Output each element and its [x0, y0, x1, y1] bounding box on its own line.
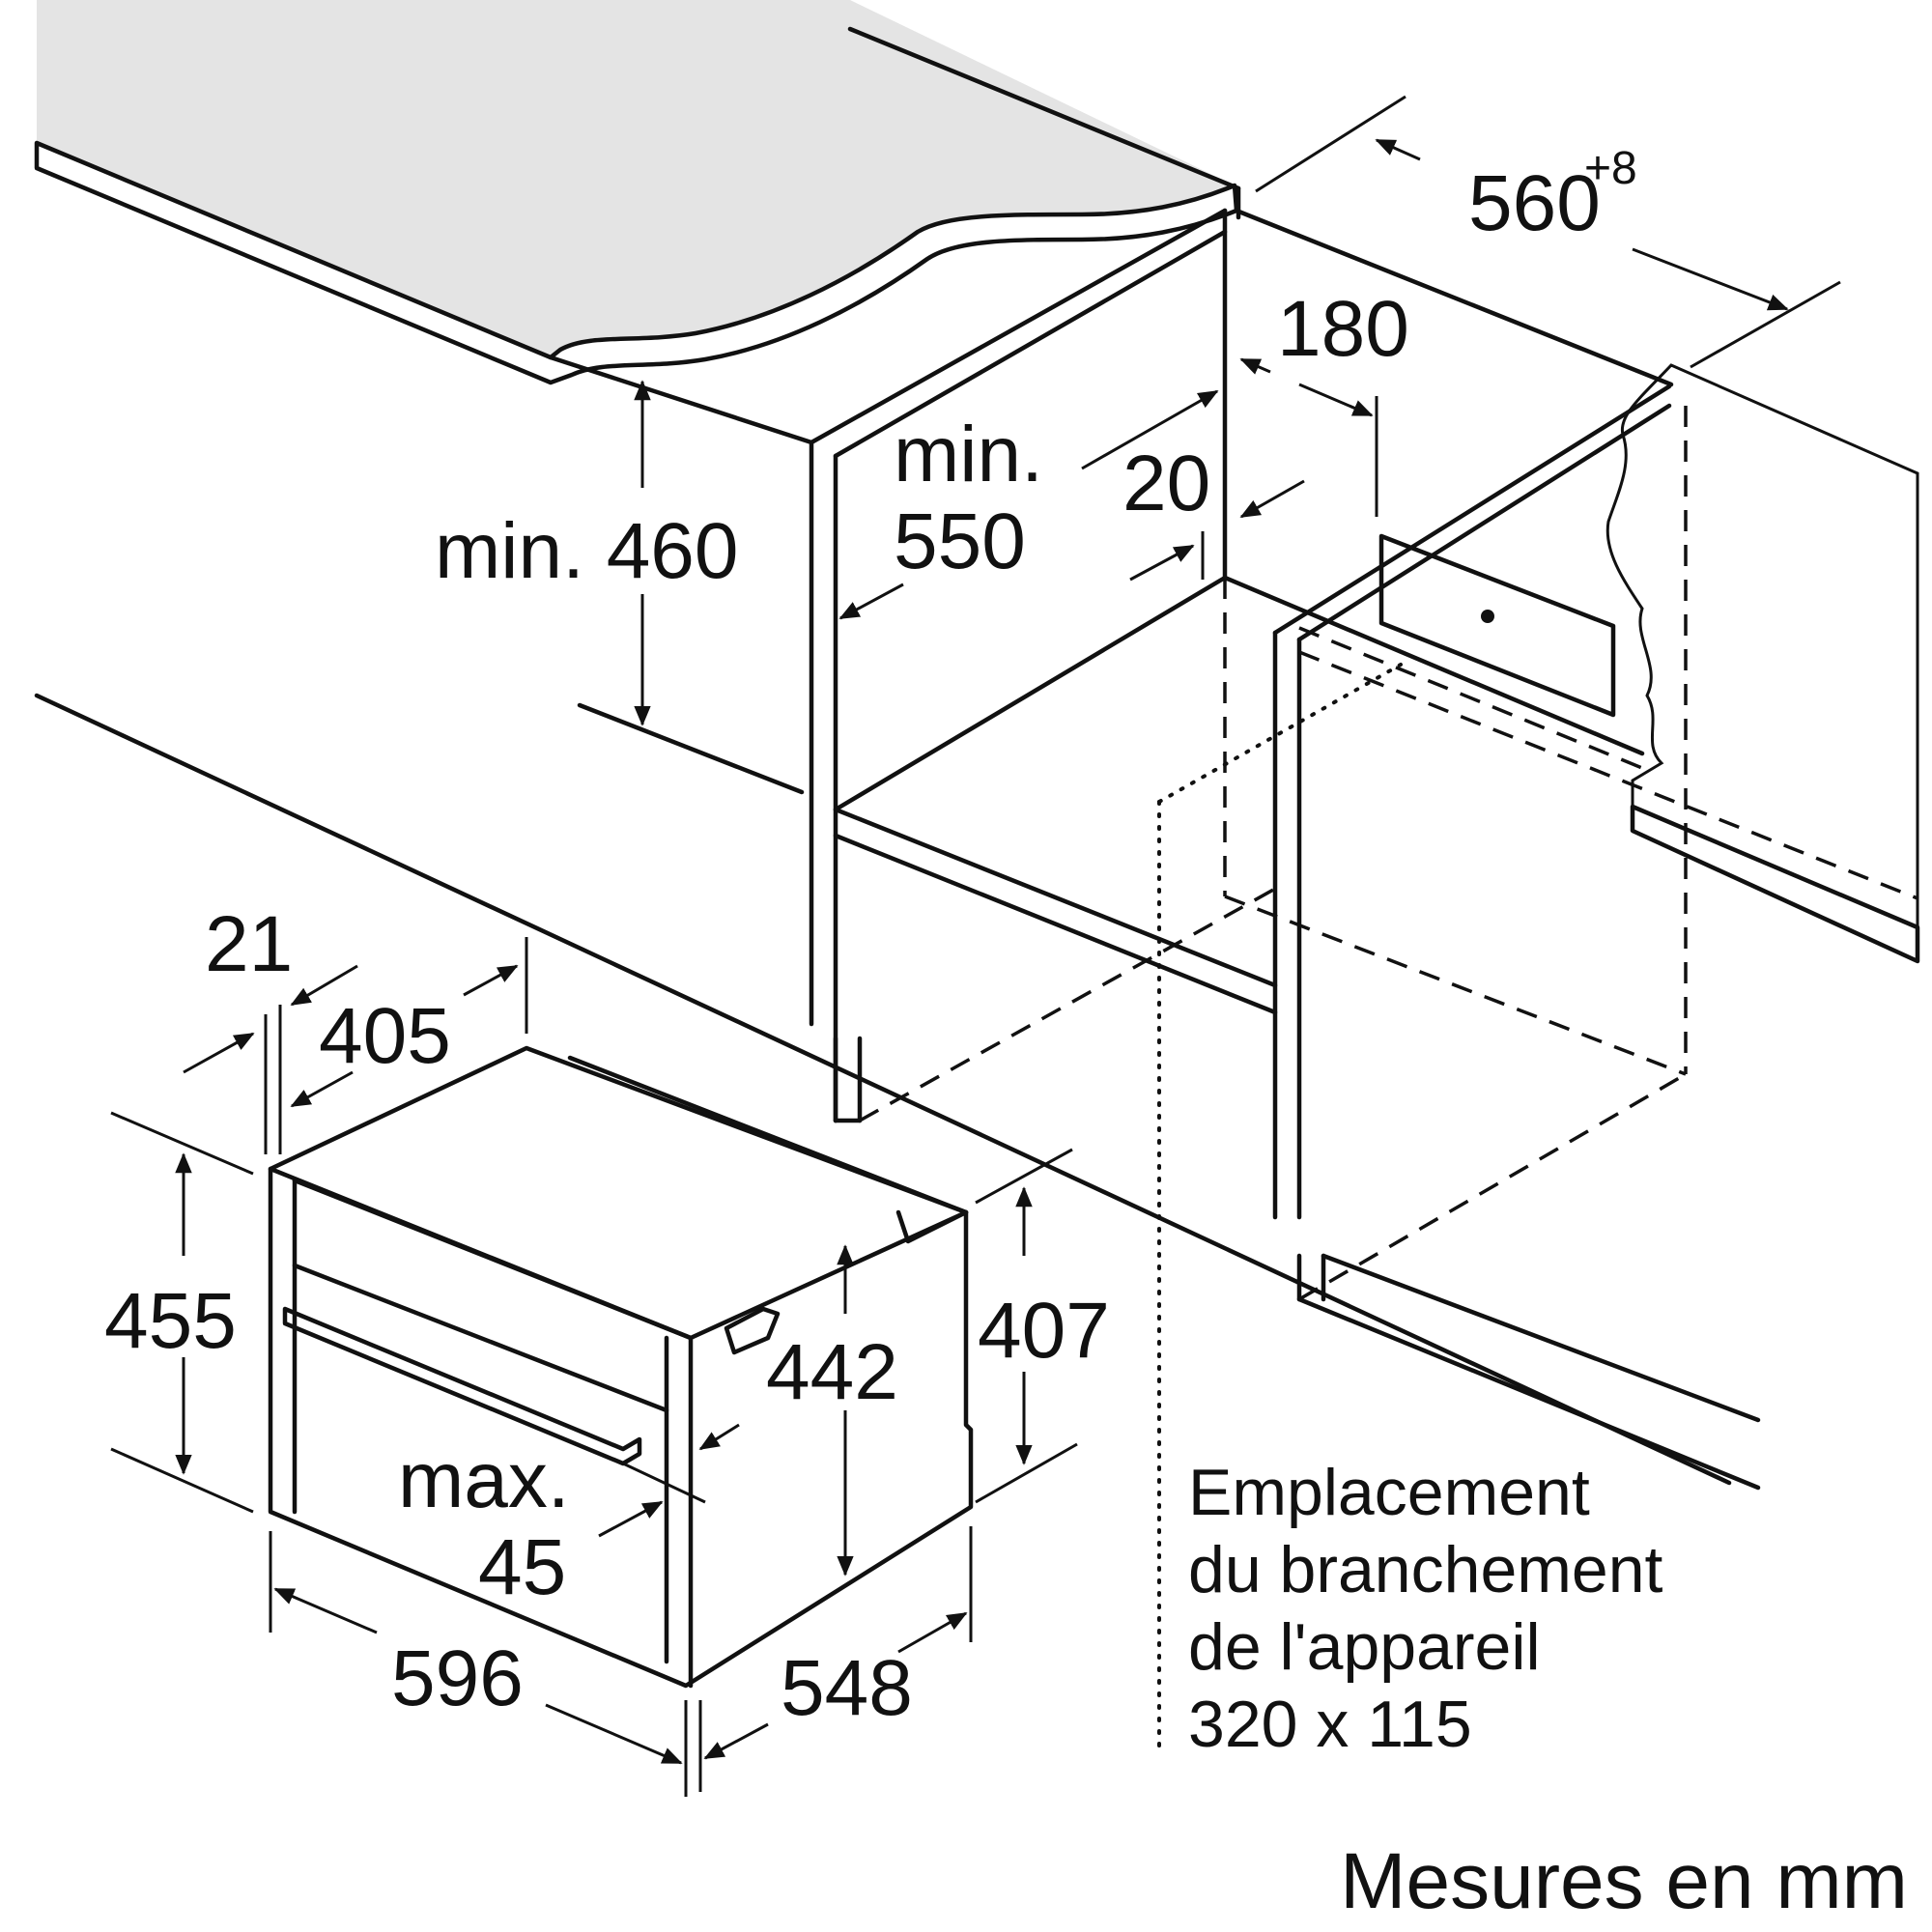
- cabinet-right-module: [1223, 384, 1918, 1491]
- height-total-label: 455: [104, 1277, 237, 1365]
- dimension-lines: [110, 95, 1841, 1797]
- countertop-left: [34, 0, 1241, 385]
- cabinet-width-label: 560 +8: [1468, 143, 1637, 247]
- connection-zone: [1157, 533, 1616, 1750]
- appliance-width-label: 596: [391, 1634, 524, 1722]
- min-depth-label: 550: [894, 497, 1026, 585]
- max-prefix-label: max.: [398, 1436, 570, 1524]
- max-offset-label: 45: [478, 1523, 566, 1611]
- svg-text:du branchement: du branchement: [1188, 1533, 1663, 1606]
- min-height-label: min. 460: [435, 507, 739, 595]
- svg-text:de l'appareil: de l'appareil: [1188, 1610, 1541, 1684]
- floor-lines: [34, 693, 1732, 1486]
- svg-text:+8: +8: [1584, 143, 1637, 194]
- units-note: Mesures en mm: [1340, 1837, 1908, 1925]
- cabinet-left-module: [548, 208, 1645, 1123]
- rear-gap-label: 180: [1277, 285, 1409, 373]
- top-depth-label: 405: [319, 992, 451, 1080]
- front-overhang-label: 21: [205, 900, 293, 988]
- svg-text:Emplacement: Emplacement: [1188, 1456, 1590, 1529]
- inner-height-label: 442: [766, 1328, 898, 1416]
- oven-appliance: [268, 1045, 974, 1689]
- side-offset-label: 20: [1122, 440, 1210, 527]
- svg-text:560: 560: [1468, 159, 1601, 247]
- appliance-depth-label: 548: [781, 1644, 913, 1732]
- min-depth-prefix-label: min.: [894, 411, 1043, 498]
- body-height-label: 407: [978, 1287, 1110, 1375]
- connection-note: Emplacement du branchement de l'appareil…: [1188, 1456, 1663, 1761]
- svg-text:320 x 115: 320 x 115: [1188, 1688, 1472, 1761]
